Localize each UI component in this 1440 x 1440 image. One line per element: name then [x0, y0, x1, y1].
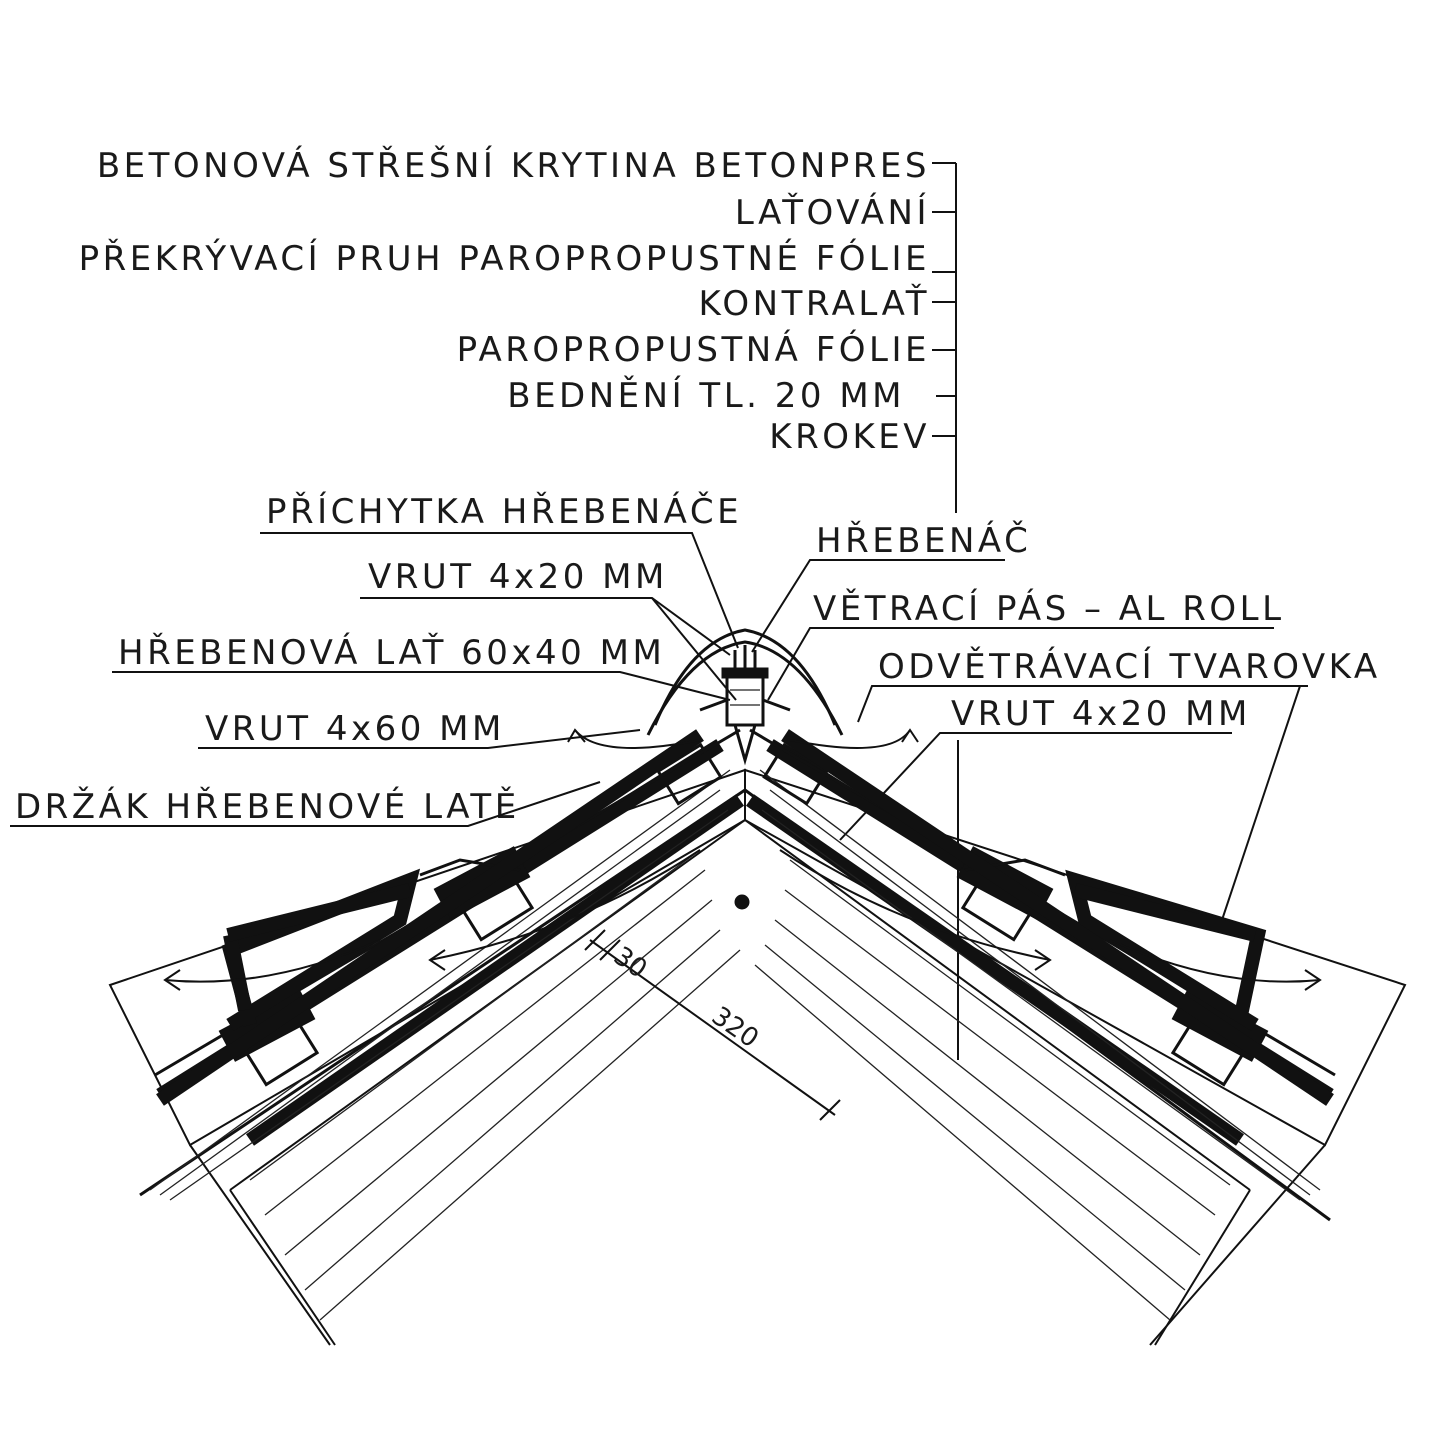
dimension-lines: 30 320 [584, 929, 841, 1121]
layer-bracket-line [932, 162, 957, 513]
callout-ridge-tile: HŘEBENÁČ [816, 520, 1031, 561]
callout-vent-tile: ODVĚTRÁVACÍ TVAROVKA [878, 646, 1381, 687]
ridge-assembly [646, 628, 844, 910]
layer-label-rafter: KROKEV [769, 417, 930, 457]
right-slope [744, 728, 1407, 1346]
leader-lines [10, 532, 1308, 1060]
layer-label-list: BETONOVÁ STŘEŠNÍ KRYTINA BETONPRES LAŤOV… [79, 145, 930, 457]
layer-label-boarding: BEDNĚNÍ TL. 20 MM [507, 375, 905, 416]
layer-label-battens: LAŤOVÁNÍ [735, 192, 930, 233]
dimension-30: 30 [608, 941, 652, 985]
ridge-pin-dot [734, 894, 750, 910]
callout-screw-4x20-left: VRUT 4x20 MM [368, 557, 668, 597]
callout-batten-holder: DRŽÁK HŘEBENOVÉ LATĚ [15, 786, 520, 827]
layer-label-counter-battens: KONTRALAŤ [698, 283, 930, 324]
callout-screw-4x60: VRUT 4x60 MM [205, 709, 505, 749]
left-slope [108, 728, 746, 1346]
callout-ridge-batten: HŘEBENOVÁ LAŤ 60x40 MM [118, 632, 665, 673]
layer-label-overlap-strip: PŘEKRÝVACÍ PRUH PAROPROPUSTNÉ FÓLIE [79, 238, 930, 279]
layer-label-membrane: PAROPROPUSTNÁ FÓLIE [457, 329, 930, 370]
callout-ridge-clip: PŘÍCHYTKA HŘEBENÁČE [266, 491, 742, 532]
callout-labels: PŘÍCHYTKA HŘEBENÁČE VRUT 4x20 MM HŘEBENO… [15, 491, 1381, 827]
callout-vent-strip: VĚTRACÍ PÁS – AL ROLL [813, 588, 1285, 629]
callout-screw-4x20-right: VRUT 4x20 MM [951, 694, 1251, 734]
dimension-320: 320 [706, 1001, 764, 1054]
layer-label-roofing: BETONOVÁ STŘEŠNÍ KRYTINA BETONPRES [97, 145, 930, 186]
